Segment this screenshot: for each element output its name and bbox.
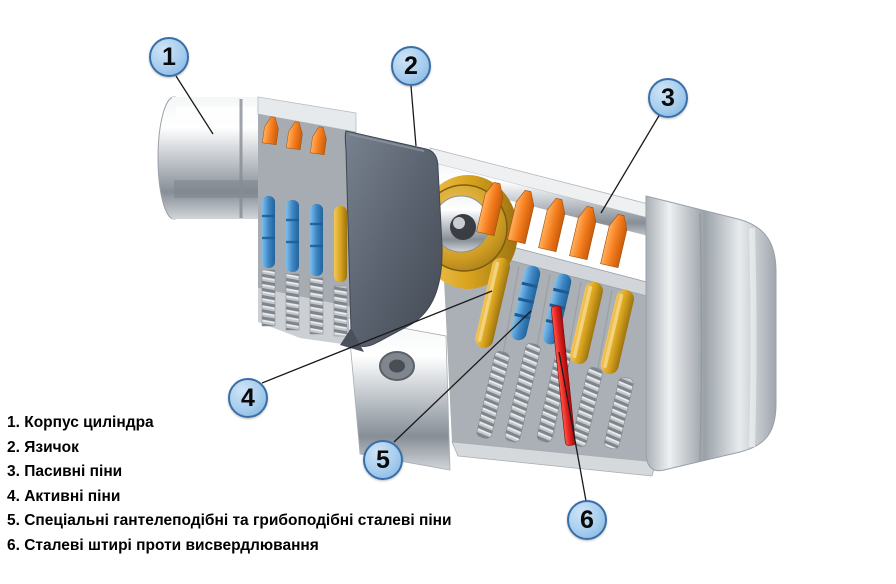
leader-line-3 xyxy=(600,113,661,214)
cam-tongue xyxy=(340,130,443,352)
callout-2: 2 xyxy=(391,46,431,86)
leader-line-6 xyxy=(558,351,587,502)
legend-item-6: 6. Сталеві штирі проти висвердлювання xyxy=(7,536,319,554)
cylinder-left-section xyxy=(257,96,357,346)
leader-line-5 xyxy=(393,310,532,443)
callout-4: 4 xyxy=(228,378,268,418)
callout-6: 6 xyxy=(567,500,607,540)
active-pins-left xyxy=(262,196,347,282)
callout-1: 1 xyxy=(149,37,189,77)
passive-pins xyxy=(476,181,628,269)
legend-item-3: 3. Пасивні піни xyxy=(7,463,123,481)
cylinder-bottom-rim xyxy=(451,441,657,477)
passive-pin-tips-left xyxy=(262,116,327,155)
legend-item-4: 4. Активні піни xyxy=(7,487,121,505)
cylinder-left-cap xyxy=(157,96,258,220)
callout-3: 3 xyxy=(648,78,688,118)
leader-line-4 xyxy=(261,290,493,384)
leader-line-2 xyxy=(410,85,417,147)
legend-item-2: 2. Язичок xyxy=(7,438,79,456)
leader-line-1 xyxy=(175,75,214,135)
legend: 1. Корпус циліндра 2. Язичок 3. Пасивні … xyxy=(7,411,452,559)
leader-lines xyxy=(175,75,661,502)
cylinder-right-body xyxy=(645,195,777,472)
cylinder-bottom-front xyxy=(347,317,451,471)
legend-item-1: 1. Корпус циліндра xyxy=(7,414,154,431)
special-steel-pin-blue xyxy=(510,265,541,341)
springs-left xyxy=(261,269,348,337)
legend-item-5: 5. Спеціальні гантелеподібні та грибопод… xyxy=(7,512,452,530)
callout-5: 5 xyxy=(363,440,403,480)
